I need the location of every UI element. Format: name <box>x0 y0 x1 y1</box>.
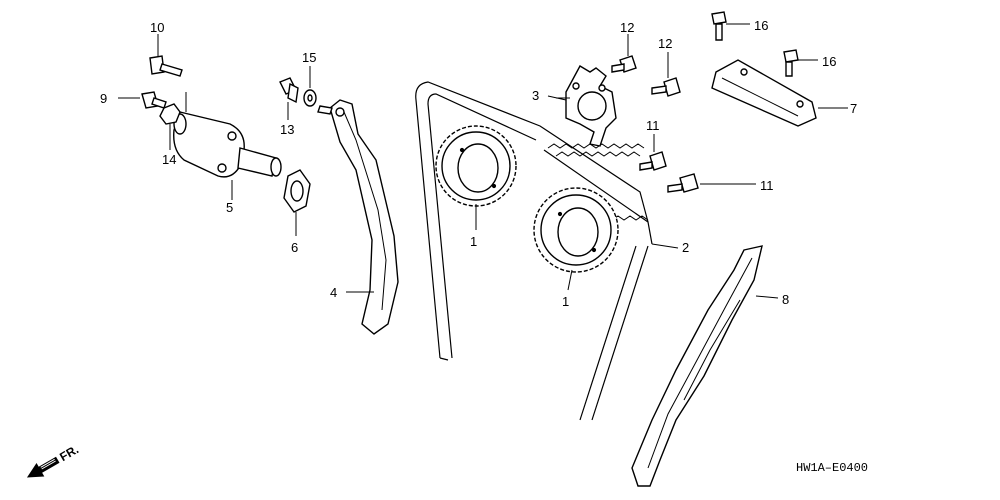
bolt-16-lower <box>783 49 818 77</box>
bolt-9 <box>118 91 167 109</box>
cam-sprocket-upper <box>435 125 517 207</box>
bolt-16-upper <box>711 11 750 41</box>
callout-16-lower: 16 <box>822 54 836 69</box>
callout-13: 13 <box>280 122 294 137</box>
bolt-13 <box>279 77 299 120</box>
callout-9: 9 <box>100 91 107 106</box>
callout-16-upper: 16 <box>754 18 768 33</box>
bolt-11-upper <box>639 134 667 171</box>
gasket-6 <box>283 169 311 236</box>
chain-guide-8 <box>631 245 763 487</box>
nut-14 <box>159 103 181 150</box>
callout-11-lower: 11 <box>760 178 774 193</box>
callout-2: 2 <box>682 240 689 255</box>
callout-7: 7 <box>850 101 857 116</box>
callout-8: 8 <box>782 292 789 307</box>
callout-6: 6 <box>291 240 298 255</box>
bolt-12-upper <box>611 34 637 73</box>
bolt-12-lower <box>651 52 681 97</box>
callout-12-lower: 12 <box>658 36 672 51</box>
callout-1-lower: 1 <box>562 294 569 309</box>
tensioner-lifter <box>173 92 282 178</box>
diagram-code: HW1A–E0400 <box>796 461 868 475</box>
washer-15 <box>303 66 317 107</box>
bolt-10 <box>149 34 183 77</box>
front-arrow-icon <box>26 456 60 478</box>
callout-1-upper: 1 <box>470 234 477 249</box>
callout-11-upper: 11 <box>646 118 660 133</box>
bolt-11-lower <box>667 173 756 193</box>
callout-14: 14 <box>162 152 176 167</box>
chain-guide-7 <box>711 59 848 127</box>
front-direction-marker: FR. <box>26 442 81 478</box>
cam-chain <box>415 81 653 421</box>
callout-10: 10 <box>150 20 164 35</box>
guide-plate-3 <box>547 65 617 147</box>
callout-labels: 10 9 14 5 15 13 6 4 3 12 12 11 11 1 1 2 … <box>100 18 857 309</box>
callout-3: 3 <box>532 88 539 103</box>
callout-15: 15 <box>302 50 316 65</box>
front-label: FR. <box>57 442 81 464</box>
cam-sprocket-lower <box>533 187 619 273</box>
callout-5: 5 <box>226 200 233 215</box>
callout-4: 4 <box>330 285 337 300</box>
leader-lines <box>231 97 779 299</box>
callout-12-upper: 12 <box>620 20 634 35</box>
chain-tensioner-arm <box>317 99 399 335</box>
